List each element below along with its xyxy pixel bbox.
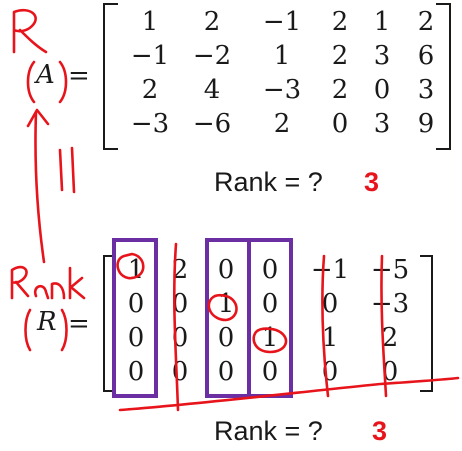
matrix-a-right-bracket	[436, 3, 451, 150]
strike-column-5	[321, 254, 330, 398]
paren-left-around-a	[26, 60, 36, 104]
matrix-a-cell: −3	[263, 75, 301, 105]
matrix-a-cell: −1	[131, 41, 169, 71]
matrix-r-cell: 0	[218, 357, 235, 387]
matrix-r-cell: 0	[172, 357, 189, 387]
rank-answer-a: 3	[364, 167, 379, 197]
matrix-a-cell: −3	[131, 109, 169, 139]
pivot-circle-row2	[207, 293, 238, 322]
paren-right-around-a	[58, 60, 68, 104]
matrix-a-cell: 2	[274, 109, 291, 139]
matrix-a-cell: 3	[418, 75, 435, 105]
matrix-r-cell: −1	[311, 255, 349, 285]
rank-question-r: Rank = ? 3	[214, 416, 387, 446]
matrix-a-cell: 2	[418, 7, 435, 37]
matrix-a-cell: 1	[142, 7, 159, 37]
matrix-a-cell: 4	[204, 75, 221, 105]
matrix-r-cell: −3	[371, 289, 409, 319]
matrix-a-cell: 0	[374, 75, 391, 105]
matrix-a-cell: 9	[418, 109, 435, 139]
matrix-a-cell: −1	[263, 7, 301, 37]
matrix-r-cell: 0	[128, 289, 145, 319]
matrix-r-cell: 0	[128, 357, 145, 387]
matrix-r-left-bracket	[103, 255, 116, 392]
paren-right-around-r	[60, 308, 68, 352]
matrix-a-cell: 2	[332, 7, 349, 37]
matrix-r-cell: −5	[371, 255, 409, 285]
matrix-a-cell: 1	[274, 41, 291, 71]
paren-left-around-r	[24, 308, 32, 352]
matrix-r-cell: 0	[218, 255, 235, 285]
matrix-a-cell: −2	[193, 41, 231, 71]
matrix-a-label: A	[34, 60, 55, 90]
matrix-r-right-bracket	[420, 255, 433, 392]
handwritten-r-of-a	[12, 8, 48, 54]
matrix-r-cell: 0	[262, 255, 279, 285]
rank-answer-r: 3	[372, 416, 387, 446]
rank-question-r-text: Rank = ?	[214, 416, 323, 446]
matrix-r-cell: 0	[262, 357, 279, 387]
handwritten-rank-word	[10, 265, 86, 300]
matrix-r-cell: 0	[172, 289, 189, 319]
pivot-circle-row1	[116, 252, 145, 280]
matrix-r-cell: 0	[218, 323, 235, 353]
matrix-a-cell: 0	[332, 109, 349, 139]
matrix-r-cell: 0	[262, 289, 279, 319]
matrix-r-cell: 2	[382, 323, 399, 353]
matrix-r-equals: =	[68, 309, 90, 339]
matrix-r-cell: 0	[322, 289, 339, 319]
matrix-a-equals: =	[68, 61, 90, 91]
matrix-a-cell: 3	[374, 41, 391, 71]
matrix-r-label: R	[36, 307, 57, 337]
matrix-a-cell: 1	[374, 7, 391, 37]
handwritten-equal-sign	[58, 146, 76, 194]
matrix-a-cell: 2	[332, 41, 349, 71]
bottom-underline	[118, 376, 460, 412]
rank-question-a-text: Rank = ?	[214, 167, 323, 197]
pivot-column-box-1	[112, 238, 158, 398]
matrix-a-cell: −6	[193, 109, 231, 139]
matrix-a-cell: 2	[204, 7, 221, 37]
handwritten-annotations	[10, 8, 460, 412]
pivot-circle-row3	[252, 327, 288, 354]
arrow-up-icon	[26, 108, 50, 264]
matrix-a-cell: 3	[374, 109, 391, 139]
rank-question-a: Rank = ? 3	[214, 167, 379, 197]
matrix-a-cell: 6	[418, 41, 435, 71]
matrix-r-cell: 1	[218, 289, 235, 319]
matrix-r-cell: 0	[128, 323, 145, 353]
strike-column-2	[172, 242, 180, 412]
matrix-a-cell: 2	[142, 75, 159, 105]
matrix-a-left-bracket	[103, 3, 118, 150]
matrix-r-cell: 1	[322, 323, 339, 353]
matrix-a-cell: 2	[332, 75, 349, 105]
